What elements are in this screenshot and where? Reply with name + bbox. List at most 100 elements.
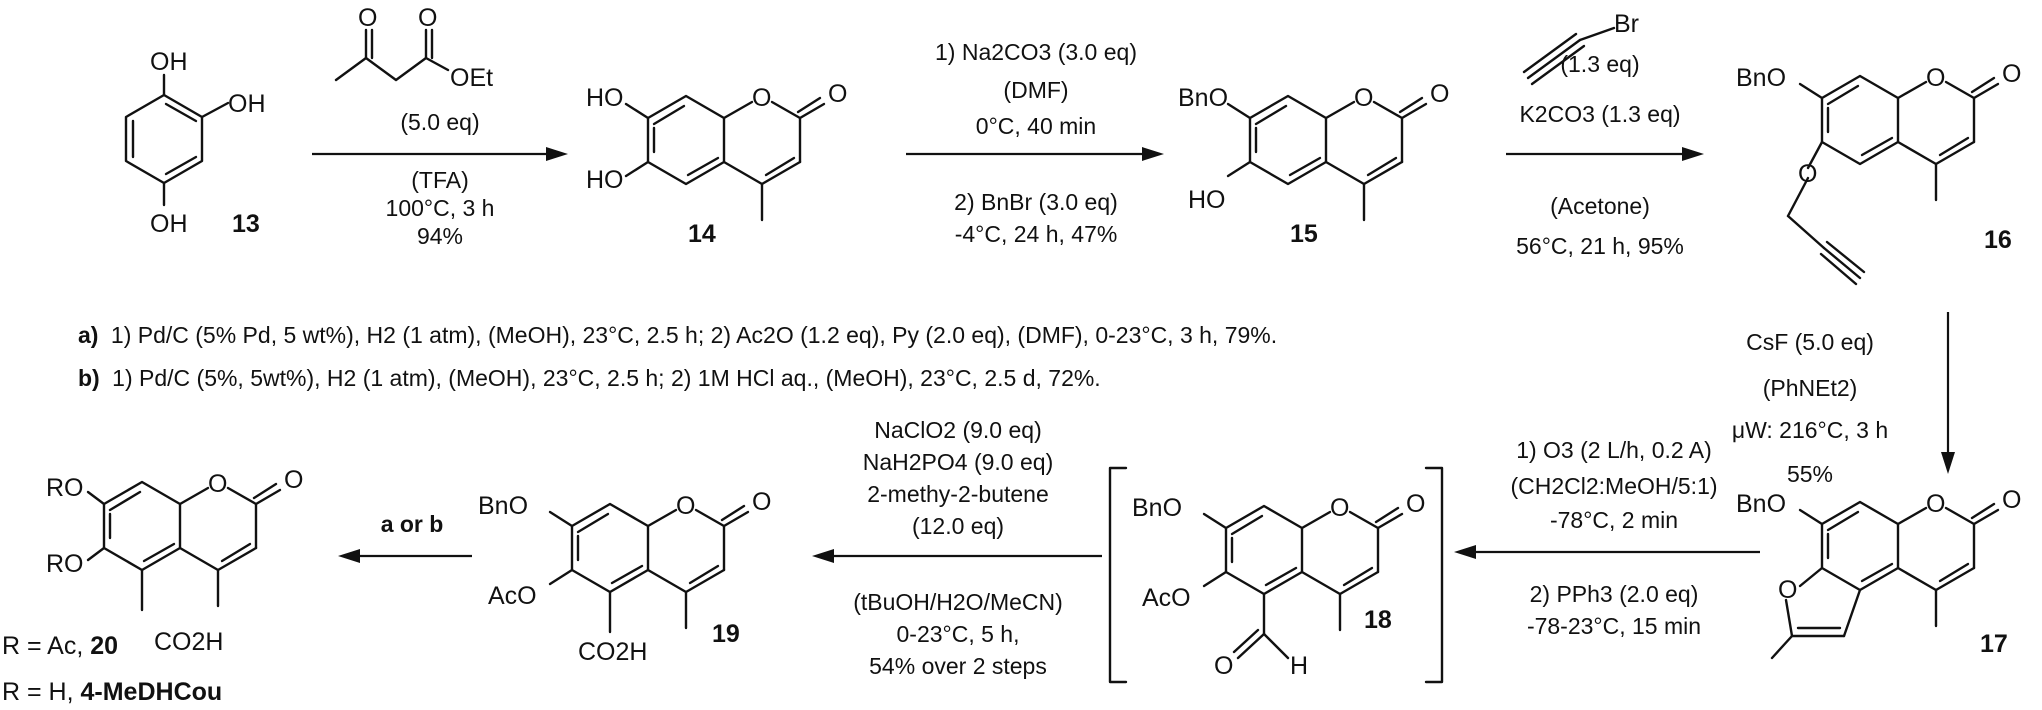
carbonyl-o: O: [828, 80, 847, 108]
carbonyl-o: O: [2002, 60, 2021, 88]
carbonyl-o: O: [752, 488, 771, 516]
arrow-18-19: NaClO2 (9.0 eq) NaH2PO4 (9.0 eq) 2-methy…: [812, 417, 1102, 679]
bno-label: BnO: [1736, 64, 1786, 92]
ether-o: O: [1798, 160, 1817, 188]
compound-19: O O BnO AcO CO2H 19: [478, 488, 771, 666]
condition: (PhNEt2): [1763, 375, 1858, 401]
condition: K2CO3 (1.3 eq): [1519, 101, 1680, 127]
condition: 0°C, 40 min: [976, 113, 1096, 139]
condition: 0-23°C, 5 h,: [897, 621, 1020, 647]
oh-label: OH: [150, 210, 188, 238]
compound-number: 13: [232, 210, 260, 238]
compound-number: 17: [1980, 630, 2008, 658]
condition: -78-23°C, 15 min: [1527, 613, 1701, 639]
oet-label: OEt: [450, 64, 493, 92]
bno-label: BnO: [478, 492, 528, 520]
condition: 2) BnBr (3.0 eq): [954, 189, 1118, 215]
oh-label: OH: [228, 90, 266, 118]
bno-label: BnO: [1132, 494, 1182, 522]
carbonyl-o: O: [2002, 486, 2021, 514]
compound-number: 18: [1364, 606, 1392, 634]
condition: 56°C, 21 h, 95%: [1516, 233, 1684, 259]
condition: (5.0 eq): [400, 109, 479, 135]
condition: -4°C, 24 h, 47%: [955, 221, 1118, 247]
compound-20: O O RO RO CO2H: [46, 466, 303, 656]
footnote-b-tag: b): [78, 365, 100, 391]
condition: NaClO2 (9.0 eq): [874, 417, 1041, 443]
ring-o: O: [1330, 494, 1349, 522]
footnotes: a) 1) Pd/C (5% Pd, 5 wt%), H2 (1 atm), (…: [78, 322, 1277, 391]
condition: (1.3 eq): [1560, 51, 1639, 77]
condition: (Acetone): [1550, 193, 1650, 219]
co2h-label: CO2H: [578, 638, 647, 666]
condition: 1) Na2CO3 (3.0 eq): [935, 39, 1137, 65]
ring-o: O: [752, 84, 771, 112]
aldehyde-o: O: [1214, 652, 1233, 680]
ro-label: RO: [46, 550, 84, 578]
ring-o: O: [208, 470, 227, 498]
br-label: Br: [1614, 10, 1639, 38]
condition: CsF (5.0 eq): [1746, 329, 1874, 355]
arrow-17-18: 1) O3 (2 L/h, 0.2 A) (CH2Cl2:MeOH/5:1) -…: [1454, 437, 1760, 639]
footnote-a-tag: a): [78, 322, 98, 348]
arrow-14-15: 1) Na2CO3 (3.0 eq) (DMF) 0°C, 40 min 2) …: [906, 39, 1164, 247]
compound-15: O O BnO HO 15: [1178, 80, 1449, 248]
right-bracket: [1424, 466, 1444, 684]
aco-label: AcO: [1142, 584, 1191, 612]
compound-number: 19: [712, 620, 740, 648]
condition: (12.0 eq): [912, 513, 1004, 539]
carbonyl-o: O: [1430, 80, 1449, 108]
aco-label: AcO: [488, 582, 537, 610]
ho-label: HO: [586, 84, 624, 112]
propargyl-bromide: Br: [1522, 10, 1639, 86]
condition: 54% over 2 steps: [869, 653, 1047, 679]
ho-label: HO: [1188, 186, 1226, 214]
left-bracket: [1108, 466, 1128, 684]
furan-o: O: [1778, 576, 1797, 604]
compound-13: OH OH OH 13: [124, 48, 266, 238]
condition: 2-methy-2-butene: [867, 481, 1049, 507]
co2h-label: CO2H: [154, 628, 223, 656]
condition: 94%: [417, 223, 463, 249]
ho-label: HO: [586, 166, 624, 194]
condition: 2) PPh3 (2.0 eq): [1530, 581, 1699, 607]
compound-18: O O BnO AcO O H 18: [1108, 466, 1444, 684]
footnote-b-text: 1) Pd/C (5%, 5wt%), H2 (1 atm), (MeOH), …: [112, 365, 1101, 391]
carbonyl-o: O: [1406, 490, 1425, 518]
compound-number: 14: [688, 220, 716, 248]
ring-o: O: [1354, 84, 1373, 112]
ring-o: O: [676, 492, 695, 520]
condition: 55%: [1787, 461, 1833, 487]
condition: (DMF): [1003, 77, 1068, 103]
bno-label: BnO: [1736, 490, 1786, 518]
r-definition-h: R = H, 4-MeDHCou: [2, 678, 222, 706]
carbonyl-o: O: [358, 4, 377, 32]
condition: 1) O3 (2 L/h, 0.2 A): [1516, 437, 1712, 463]
ring-o: O: [1926, 490, 1945, 518]
oh-label: OH: [150, 48, 188, 76]
condition: a or b: [381, 511, 444, 537]
condition: (TFA): [411, 167, 469, 193]
arrow-13-14: (5.0 eq) (TFA) 100°C, 3 h 94%: [312, 109, 568, 249]
carbonyl-o: O: [284, 466, 303, 494]
carbonyl-o: O: [418, 4, 437, 32]
footnote-a: a) 1) Pd/C (5% Pd, 5 wt%), H2 (1 atm), (…: [78, 322, 1277, 348]
footnote-b: b) 1) Pd/C (5%, 5wt%), H2 (1 atm), (MeOH…: [78, 365, 1101, 391]
condition: (CH2Cl2:MeOH/5:1): [1510, 473, 1717, 499]
aldehyde-h: H: [1290, 652, 1308, 680]
condition: -78°C, 2 min: [1550, 507, 1678, 533]
condition: μW: 216°C, 3 h: [1732, 417, 1888, 443]
r-definition-ac: R = Ac, 20: [2, 632, 118, 660]
footnote-a-text: 1) Pd/C (5% Pd, 5 wt%), H2 (1 atm), (MeO…: [111, 322, 1277, 348]
arrow-16-17: CsF (5.0 eq) (PhNEt2) μW: 216°C, 3 h 55%: [1732, 312, 1955, 487]
ethyl-acetoacetate: O O OEt: [334, 4, 493, 92]
condition: (tBuOH/H2O/MeCN): [853, 589, 1063, 615]
ring-o: O: [1926, 64, 1945, 92]
arrow-19-20: a or b: [338, 511, 472, 563]
ro-label: RO: [46, 474, 84, 502]
compound-number: 16: [1984, 226, 2012, 254]
compound-17: O O BnO O 17: [1736, 486, 2021, 660]
compound-16: O O BnO O 16: [1736, 60, 2021, 286]
compound-14: O O HO HO 14: [586, 80, 847, 248]
